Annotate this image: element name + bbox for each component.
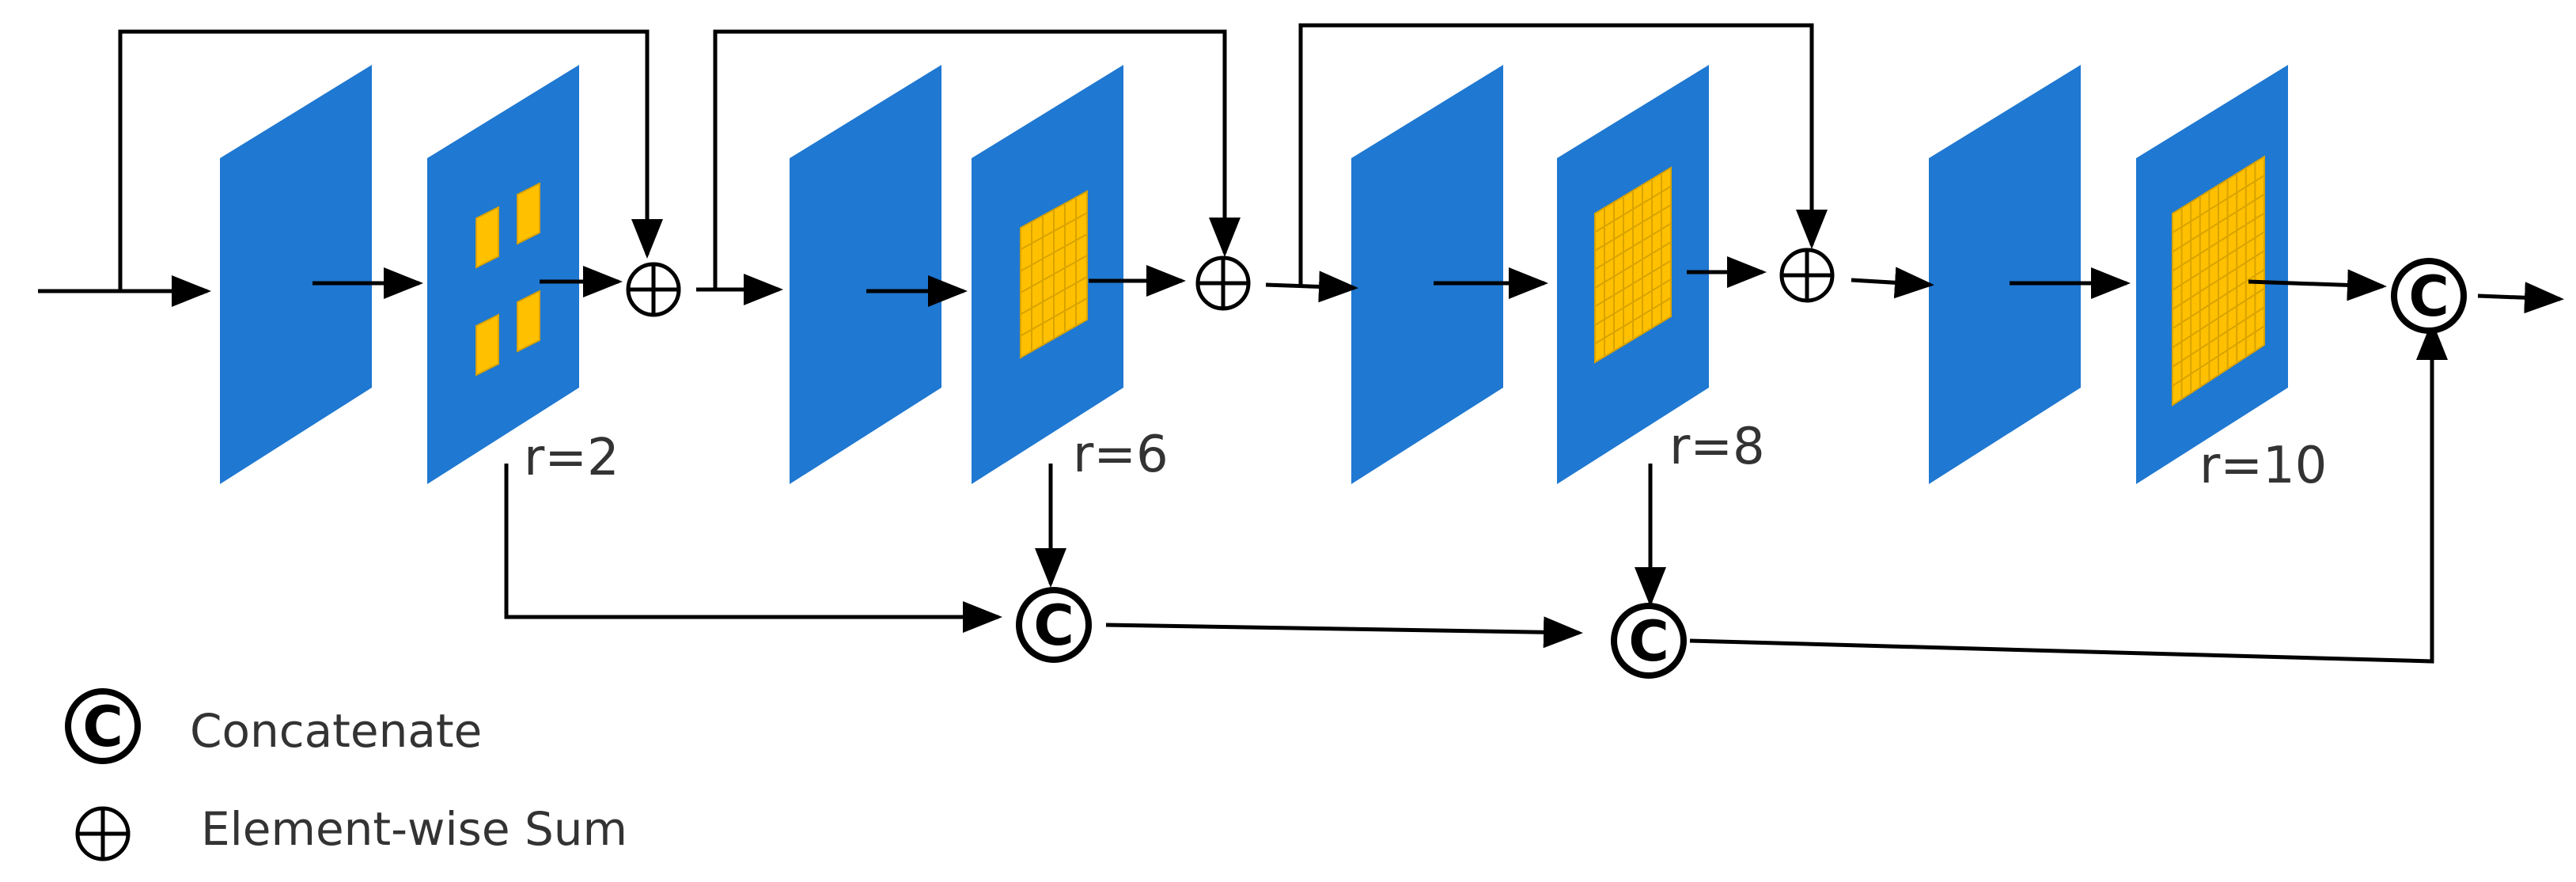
- legend-sum-label: Element-wise Sum: [201, 802, 627, 856]
- dilation-kernel-r6: [1020, 190, 1088, 359]
- rate-label-2: r=6: [1073, 426, 1169, 484]
- rate-label-3: r=8: [1669, 418, 1765, 476]
- skip-connections: [118, 23, 1828, 291]
- feature-panel-1b: [427, 65, 579, 484]
- svg-text:C: C: [2408, 264, 2449, 329]
- arrow-concat1-concat2: [1105, 616, 1583, 649]
- legend-sum-symbol: [75, 806, 131, 861]
- arrow-sum3-4a: [1851, 267, 1934, 299]
- concat-node-1: C: [1016, 587, 1092, 663]
- main-flow-arrows: [38, 256, 2564, 314]
- skip-connection-1: [118, 29, 663, 291]
- feature-panel-4a: [1929, 65, 2081, 484]
- legend: C Concatenate Element-wise Sum: [65, 688, 627, 861]
- dilation-kernel-r2: [475, 182, 540, 377]
- concat-branches: [504, 320, 2448, 664]
- feature-panel-3a: [1351, 65, 1503, 484]
- dilation-kernel-r8: [1594, 166, 1672, 364]
- dilation-kernel-r10: [2172, 155, 2265, 407]
- rate-label-4: r=10: [2199, 437, 2327, 495]
- feature-panel-2a: [790, 65, 941, 484]
- branch-r2: [504, 464, 1002, 633]
- rate-label-1: r=2: [524, 429, 619, 487]
- skip-connection-3: [1298, 23, 1828, 285]
- svg-text:C: C: [1033, 593, 1074, 658]
- sum-node-2: [1195, 256, 1251, 311]
- feature-panel-1a: [220, 65, 372, 484]
- legend-concat-label: Concatenate: [190, 704, 482, 758]
- arrow-4b-concat3: [2248, 269, 2387, 301]
- output-arrow: [2477, 282, 2564, 314]
- arrow-sum2-3a: [1265, 271, 1358, 303]
- sum-node-1: [626, 262, 681, 317]
- skip-connection-2: [713, 29, 1241, 290]
- concat-node-final: C: [2391, 258, 2467, 334]
- legend-concat-symbol: C: [65, 688, 141, 764]
- sum-node-3: [1779, 248, 1835, 303]
- svg-text:C: C: [82, 695, 123, 759]
- svg-text:C: C: [1628, 609, 1669, 674]
- branch-concat2-final: [1689, 320, 2448, 664]
- concat-node-2: C: [1611, 603, 1687, 679]
